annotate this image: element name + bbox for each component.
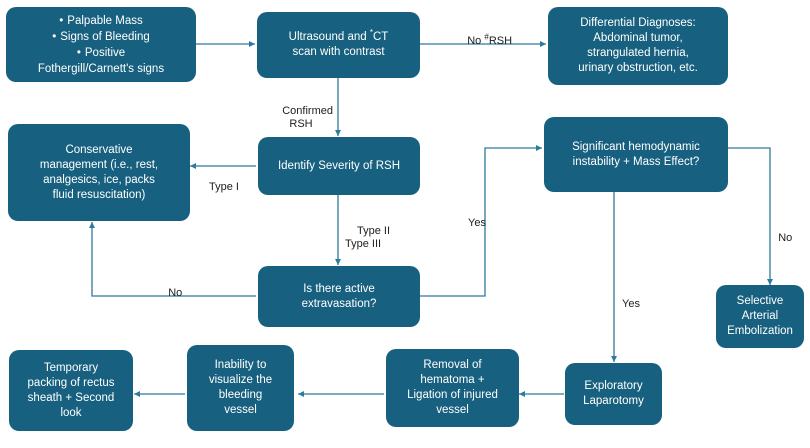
laparotomy-line2: Laparotomy (583, 395, 644, 407)
packing-line1: Temporary (43, 361, 99, 374)
differential-line4: urinary obstruction, etc. (578, 62, 698, 74)
embolization-line2: Arterial (741, 310, 779, 322)
edge-label-yes-extravasation: Yes (468, 217, 486, 229)
laparotomy-line1: Exploratory (584, 380, 643, 392)
removal-line1: Removal of (423, 359, 482, 371)
presentation-bullet-1: •Palpable Mass (59, 14, 143, 27)
edge-label-type-i: Type I (209, 181, 239, 193)
presentation-extra-line: Fothergill/Carnett's signs (37, 62, 165, 75)
imaging-line1-b: CT (372, 31, 389, 43)
presentation-bullet-2: •Signs of Bleeding (52, 30, 150, 43)
node-severity[interactable]: Identify Severity of RSH (258, 137, 420, 195)
removal-line2: hematoma + (420, 374, 485, 386)
presentation-bullet-3: •Positive (76, 46, 126, 59)
node-inability[interactable]: Inability to visualize the bleeding vess… (187, 345, 294, 431)
packing-line2: packing of rectus (27, 376, 115, 389)
edge-label-yes-hemodynamic: Yes (622, 298, 640, 310)
node-presentation[interactable]: •Palpable Mass •Signs of Bleeding •Posit… (6, 7, 196, 82)
packing-line4: look (60, 406, 82, 419)
edge-hemodynamic-no-to-embolization (728, 147, 773, 285)
node-removal[interactable]: Removal of hematoma + Ligation of injure… (386, 349, 519, 427)
edge-extravasation-no-to-conservative (89, 222, 256, 297)
imaging-line2: scan with contrast (292, 46, 385, 58)
removal-line4: vessel (436, 404, 469, 416)
node-hemodynamic[interactable]: Significant hemodynamic instability + Ma… (544, 117, 728, 192)
edge-label-no-hemodynamic: No (778, 232, 793, 244)
inability-line2: visualize the (208, 374, 273, 386)
packing-line3: sheath + Second (27, 391, 115, 404)
conservative-line2: management (i.e., rest, (39, 158, 159, 171)
imaging-line1-a: Ultrasound and (288, 31, 370, 43)
node-differential[interactable]: Differential Diagnoses: Abdominal tumor,… (548, 7, 728, 85)
hash-marker: # (484, 32, 489, 42)
node-extravasation[interactable]: Is there active extravasation? (258, 266, 420, 327)
hemodynamic-line2: instability + Mass Effect? (572, 155, 700, 168)
extravasation-line1: Is there active (303, 282, 375, 295)
node-packing[interactable]: Temporary packing of rectus sheath + Sec… (9, 350, 133, 431)
hemodynamic-line1: Significant hemodynamic (572, 140, 700, 153)
edge-extravasation-yes-to-hemodynamic (420, 145, 542, 297)
inability-line3: bleeding (218, 389, 263, 401)
conservative-line4: fluid resuscitation) (52, 188, 146, 201)
conservative-line1: Conservative (65, 143, 133, 156)
inability-line1: Inability to (214, 359, 267, 371)
inability-line4: vessel (224, 404, 257, 416)
extravasation-line2: extravasation? (301, 297, 377, 310)
embolization-line1: Selective (736, 295, 784, 307)
node-embolization[interactable]: Selective Arterial Embolization (716, 285, 804, 348)
edge-label-no-rsh: No #RSH (467, 32, 513, 47)
node-conservative[interactable]: Conservative management (i.e., rest, ana… (8, 124, 190, 221)
edge-label-no-extravasation: No (168, 287, 183, 299)
node-imaging[interactable]: Ultrasound and *CT scan with contrast (257, 12, 420, 78)
removal-line3: Ligation of injured (407, 389, 498, 401)
severity-label: Identify Severity of RSH (277, 159, 401, 172)
embolization-line3: Embolization (727, 325, 793, 337)
node-laparotomy[interactable]: Exploratory Laparotomy (565, 363, 662, 425)
conservative-line3: analgesics, ice, packs (43, 173, 155, 186)
differential-line2: Abdominal tumor, (593, 32, 683, 44)
imaging-asterisk-marker: * (369, 28, 373, 38)
differential-line3: strangulated hernia, (587, 47, 689, 59)
differential-line1: Differential Diagnoses: (580, 17, 696, 29)
